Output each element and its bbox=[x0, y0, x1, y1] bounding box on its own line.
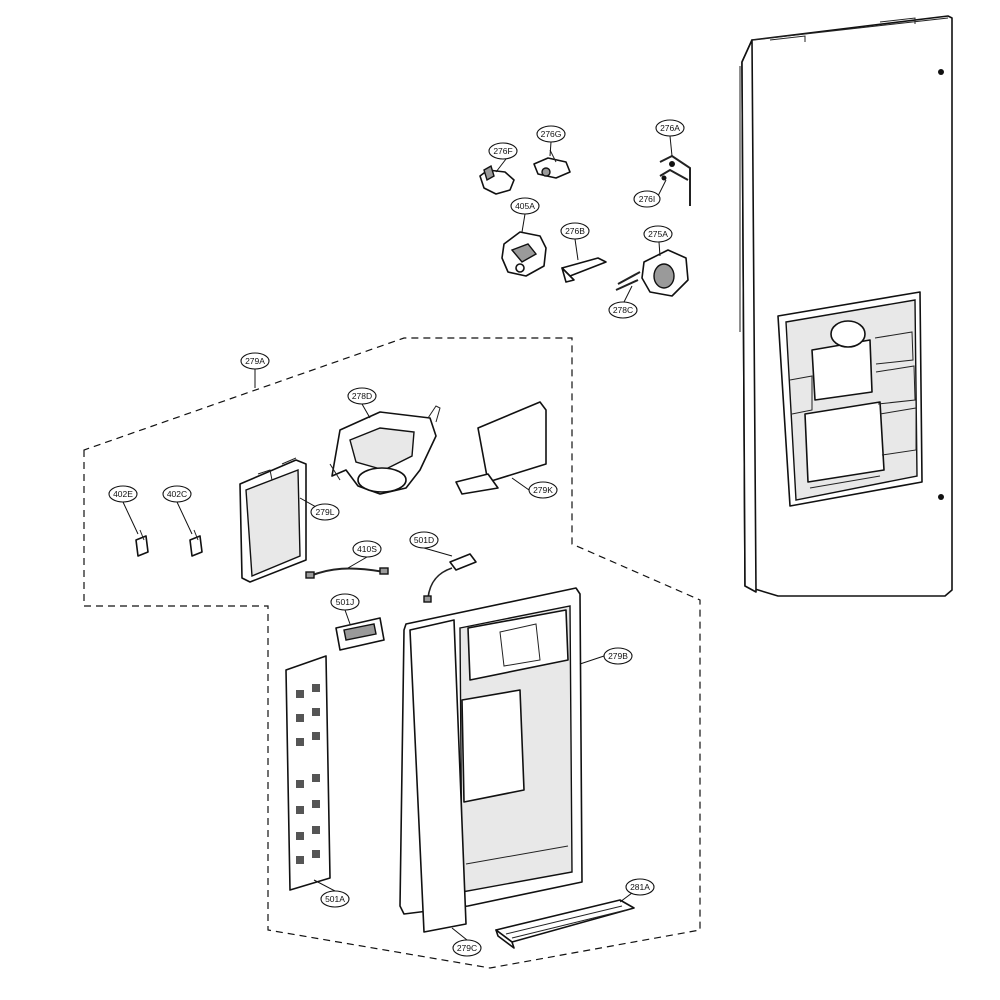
callout-276A-label: 276A bbox=[660, 123, 680, 133]
callout-501A: 501A bbox=[320, 890, 350, 908]
part-410S bbox=[305, 567, 389, 579]
callout-402E-label: 402E bbox=[113, 489, 133, 499]
leader-lines bbox=[122, 135, 673, 941]
callout-402C-label: 402C bbox=[167, 489, 187, 499]
callout-281A: 281A bbox=[625, 878, 655, 896]
callout-279A-label: 279A bbox=[245, 356, 265, 366]
callout-402E: 402E bbox=[108, 485, 138, 503]
callout-501J-label: 501J bbox=[336, 597, 354, 607]
part-279L bbox=[239, 457, 307, 583]
part-501A bbox=[285, 655, 331, 891]
callout-276B-label: 276B bbox=[565, 226, 585, 236]
part-278D bbox=[329, 405, 441, 495]
part-276B bbox=[561, 257, 607, 283]
callout-279A: 279A bbox=[240, 352, 270, 370]
callout-276F-label: 276F bbox=[493, 146, 512, 156]
callout-278D: 278D bbox=[347, 387, 377, 405]
callout-405A: 405A bbox=[510, 197, 540, 215]
callout-278C-label: 278C bbox=[613, 305, 633, 315]
part-402E bbox=[135, 529, 149, 557]
part-281A bbox=[495, 899, 635, 949]
part-405A bbox=[501, 231, 547, 277]
callout-278C: 278C bbox=[608, 301, 638, 319]
callout-279C-label: 279C bbox=[457, 943, 477, 953]
callout-279K: 279K bbox=[528, 481, 558, 499]
part-279K bbox=[455, 401, 547, 495]
callout-501D: 501D bbox=[409, 531, 439, 549]
callout-276F: 276F bbox=[488, 142, 518, 160]
callout-501D-label: 501D bbox=[414, 535, 434, 545]
callout-279K-label: 279K bbox=[533, 485, 553, 495]
callout-279B: 279B bbox=[603, 647, 633, 665]
callout-501A-label: 501A bbox=[325, 894, 345, 904]
callout-279L-label: 279L bbox=[316, 507, 335, 517]
callout-279C: 279C bbox=[452, 939, 482, 957]
part-275A-278C bbox=[615, 249, 689, 297]
callout-276I-label: 276I bbox=[639, 194, 656, 204]
callout-501J: 501J bbox=[330, 593, 360, 611]
part-276G bbox=[533, 149, 571, 179]
part-276F bbox=[479, 164, 515, 195]
callout-276G: 276G bbox=[536, 125, 566, 143]
callout-281A-label: 281A bbox=[630, 882, 650, 892]
callout-278D-label: 278D bbox=[352, 391, 372, 401]
callout-275A: 275A bbox=[643, 225, 673, 243]
part-276A-276I bbox=[659, 154, 691, 206]
callout-405A-label: 405A bbox=[515, 201, 535, 211]
callout-279B-label: 279B bbox=[608, 651, 628, 661]
callout-276A: 276A bbox=[655, 119, 685, 137]
part-279C bbox=[409, 619, 467, 933]
callout-410S-label: 410S bbox=[357, 544, 377, 554]
callout-275A-label: 275A bbox=[648, 229, 668, 239]
callout-410S: 410S bbox=[352, 540, 382, 558]
part-501J bbox=[335, 617, 385, 651]
part-402C bbox=[189, 529, 203, 557]
door-panel bbox=[739, 15, 953, 597]
callout-276G-label: 276G bbox=[541, 129, 562, 139]
assembly-279A-outline bbox=[83, 337, 701, 969]
callout-279L: 279L bbox=[310, 503, 340, 521]
callout-276B: 276B bbox=[560, 222, 590, 240]
callout-276I: 276I bbox=[633, 190, 661, 208]
callout-402C: 402C bbox=[162, 485, 192, 503]
part-501D bbox=[423, 553, 477, 603]
